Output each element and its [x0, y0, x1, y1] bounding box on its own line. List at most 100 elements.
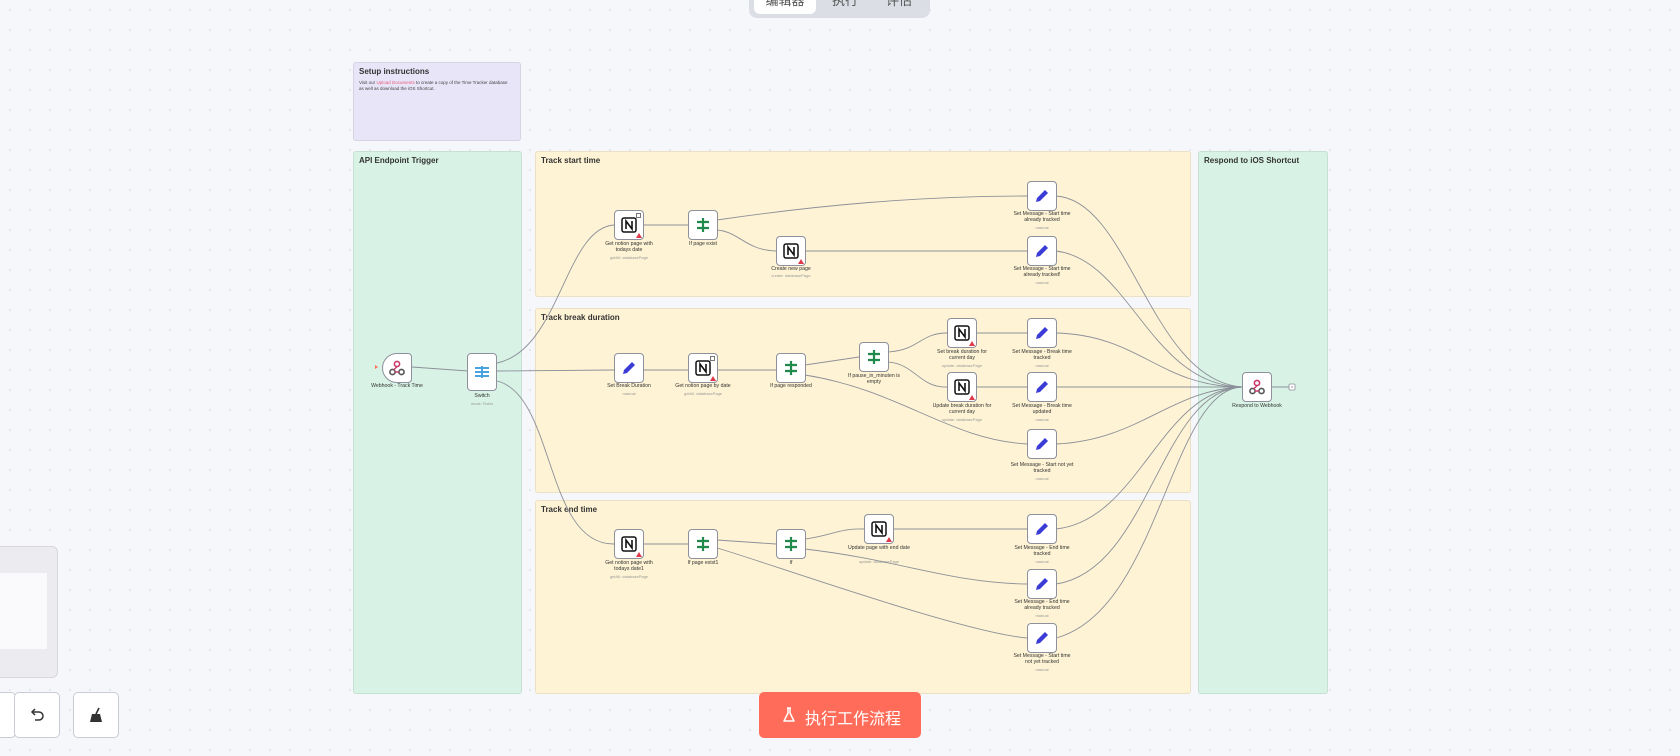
setup-sticky-note[interactable]: Setup instructions Visit our Upload Docu… — [353, 62, 521, 141]
node-sublabel: getAll: databasePage — [609, 255, 649, 260]
node-label: Switch — [474, 393, 490, 399]
respond-webhook-node[interactable] — [1242, 372, 1272, 402]
set-node[interactable] — [1027, 623, 1057, 653]
node-label: If — [789, 560, 793, 566]
node-label: Webhook - Track Time — [371, 383, 423, 389]
set-node[interactable] — [614, 353, 644, 383]
api-trigger-title: API Endpoint Trigger — [359, 156, 439, 165]
execute-workflow-button[interactable]: 执行工作流程 — [759, 692, 921, 738]
external-icon — [710, 356, 715, 361]
node-label: Update break duration for current day — [932, 403, 992, 415]
if-node[interactable] — [688, 529, 718, 559]
webhook-node[interactable] — [382, 353, 412, 383]
undo-icon — [30, 708, 44, 721]
if-node[interactable] — [776, 353, 806, 383]
node-label: Get notion page by date — [675, 383, 731, 389]
pencil-icon — [1036, 381, 1048, 393]
node-label: Set break duration for current day — [937, 349, 987, 361]
respond-sticky[interactable]: Respond to iOS Shortcut — [1198, 151, 1328, 694]
tidy-up-button[interactable] — [73, 692, 119, 738]
node-sublabel: getAll: databasePage — [683, 391, 723, 396]
view-tabs: 编辑器 执行 评估 — [749, 0, 930, 18]
end-time-title: Track end time — [541, 505, 598, 514]
set-node[interactable] — [1027, 318, 1057, 348]
set-node[interactable] — [1027, 514, 1057, 544]
set-node[interactable] — [1027, 372, 1057, 402]
set-node[interactable] — [1027, 429, 1057, 459]
if-node[interactable] — [776, 529, 806, 559]
pencil-icon — [1036, 632, 1048, 644]
notion-node[interactable] — [947, 318, 977, 348]
warning-icon — [969, 395, 975, 400]
execute-workflow-label: 执行工作流程 — [805, 711, 902, 728]
node-sublabel: manual — [1035, 667, 1049, 672]
undo-button[interactable] — [14, 692, 60, 738]
notion-node[interactable] — [864, 514, 894, 544]
notion-node[interactable] — [688, 353, 718, 383]
node-sublabel: manual — [1035, 613, 1049, 618]
pencil-icon — [1036, 578, 1048, 590]
node-label: Set Message - End time already tracked — [1014, 599, 1070, 611]
notion-icon — [871, 521, 887, 537]
if-icon — [697, 218, 709, 232]
end-time-sticky[interactable]: Track end time — [535, 500, 1191, 694]
node-sublabel: manual — [1035, 417, 1049, 422]
start-time-sticky[interactable]: Track start time — [535, 151, 1191, 297]
node-label: Set Break Duration — [607, 383, 651, 389]
switch-node[interactable] — [467, 353, 497, 391]
webhook-icon — [1249, 379, 1265, 395]
node-label: Set Message - Start not yet tracked — [1010, 462, 1074, 474]
pencil-icon — [1036, 190, 1048, 202]
set-node[interactable] — [1027, 569, 1057, 599]
node-sublabel: manual — [1035, 476, 1049, 481]
if-node[interactable] — [688, 210, 718, 240]
broom-icon — [90, 707, 102, 722]
node-label: Set Message - Break time tracked — [1012, 349, 1072, 361]
notion-icon — [695, 360, 711, 376]
notion-icon — [954, 379, 970, 395]
warning-icon — [636, 233, 642, 238]
notion-icon — [621, 217, 637, 233]
node-label: Set Message - Start time already tracked — [1013, 211, 1071, 223]
tab-evaluations[interactable]: 评估 — [885, 0, 912, 8]
node-sublabel: update: databasePage — [858, 559, 900, 564]
node-label: If page exist — [689, 241, 717, 247]
warning-icon — [710, 376, 716, 381]
set-node[interactable] — [1027, 236, 1057, 266]
pencil-icon — [1036, 523, 1048, 535]
node-label: Set Message - Start time not yet tracked — [1013, 653, 1071, 665]
warning-icon — [969, 341, 975, 346]
notion-node[interactable] — [614, 210, 644, 240]
notion-node[interactable] — [614, 529, 644, 559]
notion-node[interactable] — [947, 372, 977, 402]
node-label: Get notion page with todays date1 — [605, 560, 653, 572]
warning-icon — [886, 537, 892, 542]
notion-icon — [954, 325, 970, 341]
node-label: If page responded — [770, 383, 812, 389]
node-sublabel: create: databasePage — [771, 273, 811, 278]
node-label: Create new page — [771, 266, 811, 272]
if-icon — [697, 537, 709, 551]
pencil-icon — [1036, 327, 1048, 339]
notion-icon — [621, 536, 637, 552]
node-label: Respond to Webhook — [1232, 403, 1282, 409]
side-panel-content — [0, 573, 47, 649]
break-duration-sticky[interactable]: Track break duration — [535, 308, 1191, 493]
node-sublabel: getAll: databasePage — [609, 574, 649, 579]
notion-icon — [783, 243, 799, 259]
node-sublabel: update: databasePage — [941, 417, 983, 422]
node-sublabel: manual — [622, 391, 636, 396]
api-trigger-sticky[interactable]: API Endpoint Trigger — [353, 151, 522, 694]
pencil-icon — [623, 362, 635, 374]
node-label: Set Message - Start time already tracked… — [1013, 266, 1071, 278]
if-node[interactable] — [859, 342, 889, 372]
notion-node[interactable] — [776, 236, 806, 266]
tab-executions[interactable]: 执行 — [831, 0, 858, 8]
set-node[interactable] — [1027, 181, 1057, 211]
node-label: Set Message - End time tracked — [1014, 545, 1070, 557]
if-icon — [785, 537, 797, 551]
upload-docs-link[interactable]: Upload Documents — [376, 80, 415, 85]
tab-editor[interactable]: 编辑器 — [754, 0, 816, 14]
node-sublabel: manual — [1035, 559, 1049, 564]
